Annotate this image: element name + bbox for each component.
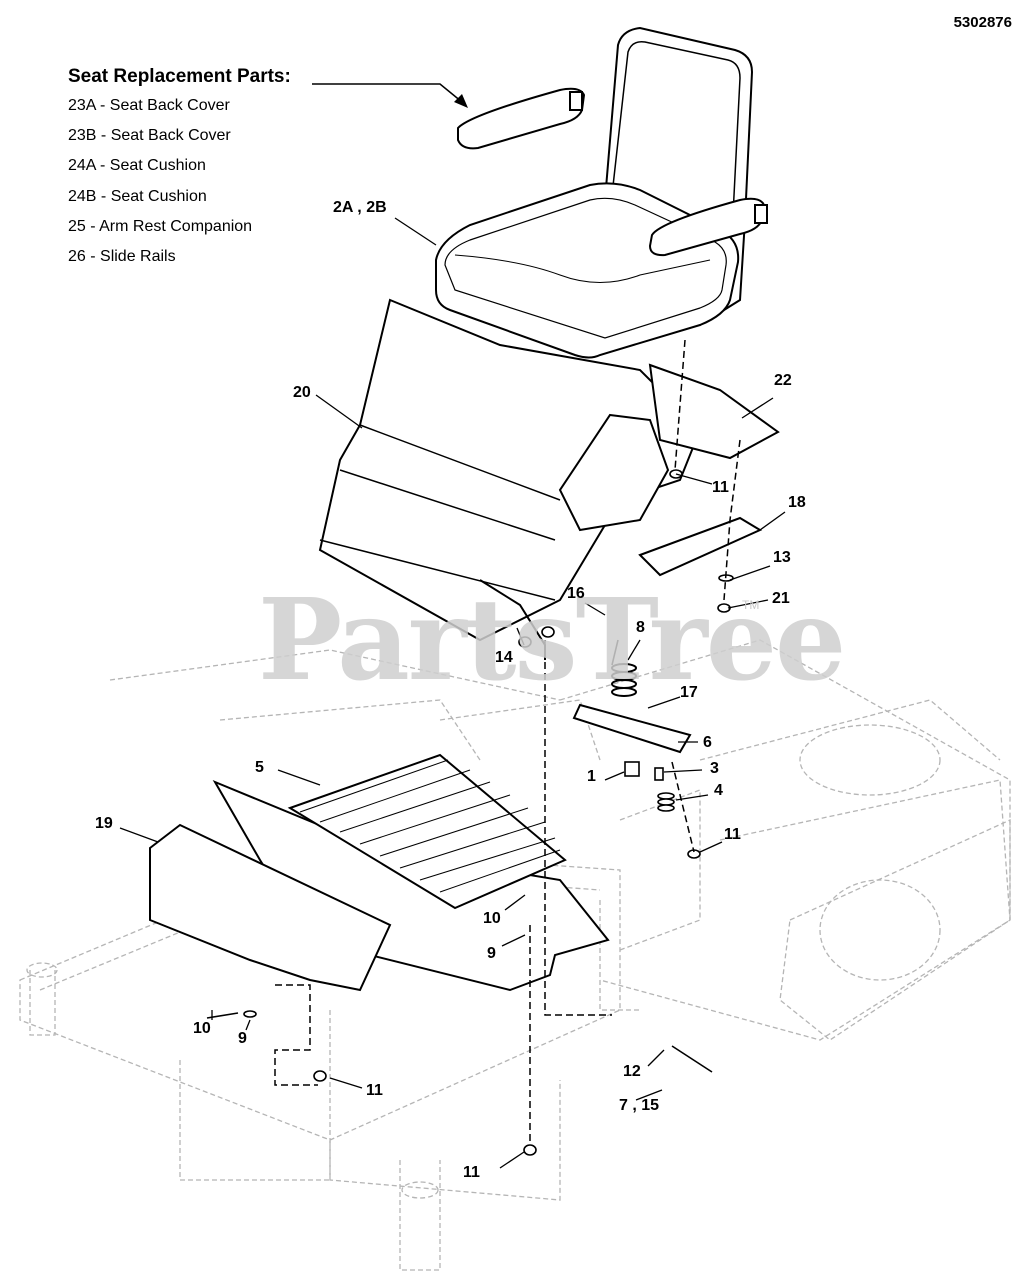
seat-pan-20	[318, 298, 702, 660]
legend-item: 26 - Slide Rails	[68, 247, 176, 265]
document-number: 5302876	[953, 14, 1012, 31]
callout-label: 11	[366, 1082, 383, 1099]
front-cover-19	[149, 823, 392, 992]
assembly-lines	[274, 339, 741, 1145]
callout-label: 7 , 15	[619, 1097, 660, 1114]
leader-lines	[119, 217, 786, 1169]
plate-18	[638, 516, 763, 577]
callout-label: 10	[193, 1020, 211, 1037]
callout-label: 21	[772, 590, 790, 607]
callout-label: 17	[680, 684, 698, 701]
callout-label: 19	[95, 815, 113, 832]
callout-label: 18	[788, 494, 806, 511]
callout-label: 22	[774, 372, 792, 389]
spring-8	[611, 663, 637, 697]
callout-label: 11	[712, 479, 729, 496]
legend-item: 24B - Seat Cushion	[68, 187, 207, 205]
legend-item: 23A - Seat Back Cover	[68, 97, 230, 114]
callout-label: 20	[293, 384, 311, 401]
callout-label: 10	[483, 910, 501, 927]
legend-title: Seat Replacement Parts:	[68, 66, 291, 87]
plate-6	[572, 703, 692, 754]
callout-label: 9	[238, 1030, 247, 1047]
callout-label: 11	[463, 1164, 480, 1181]
callout-label: 2A , 2B	[333, 199, 387, 216]
watermark-trademark: TM	[742, 598, 760, 612]
watermark: PartsTree	[258, 575, 846, 706]
callout-label: 4	[714, 782, 723, 799]
callout-label: 9	[487, 945, 496, 962]
seat-legend-arrow	[312, 83, 463, 103]
foot-mat-5	[287, 753, 567, 910]
callout-label: 5	[255, 759, 264, 776]
callout-label: 13	[773, 549, 791, 566]
callout-label: 11	[724, 826, 741, 843]
legend-item: 24A - Seat Cushion	[68, 157, 206, 175]
callout-label: 14	[495, 649, 513, 666]
seat-assembly	[435, 26, 768, 359]
legend-item: 25 - Arm Rest Companion	[68, 217, 253, 235]
callout-label: 12	[623, 1063, 641, 1080]
callout-label: 1	[587, 768, 596, 785]
callout-label: 3	[710, 760, 719, 777]
seat-parts-legend: Seat Replacement Parts: 23A - Seat Back …	[68, 66, 291, 277]
legend-item: 23B - Seat Back Cover	[68, 127, 231, 145]
callout-label: 16	[567, 585, 585, 602]
callout-label: 6	[703, 734, 712, 751]
callout-label: 8	[636, 619, 645, 636]
